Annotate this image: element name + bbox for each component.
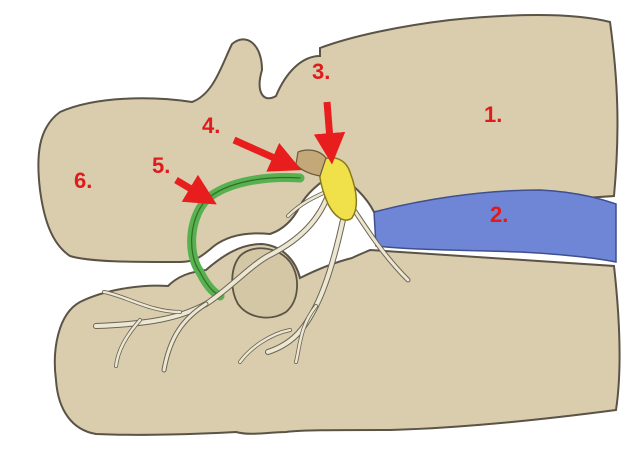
label-1: 1. [484,102,502,127]
label-3: 3. [312,59,330,84]
label-4: 4. [202,113,220,138]
lower-vertebra [55,244,620,435]
label-5: 5. [152,153,170,178]
label-2: 2. [490,202,508,227]
label-6: 6. [74,168,92,193]
arrow-3 [327,102,331,152]
